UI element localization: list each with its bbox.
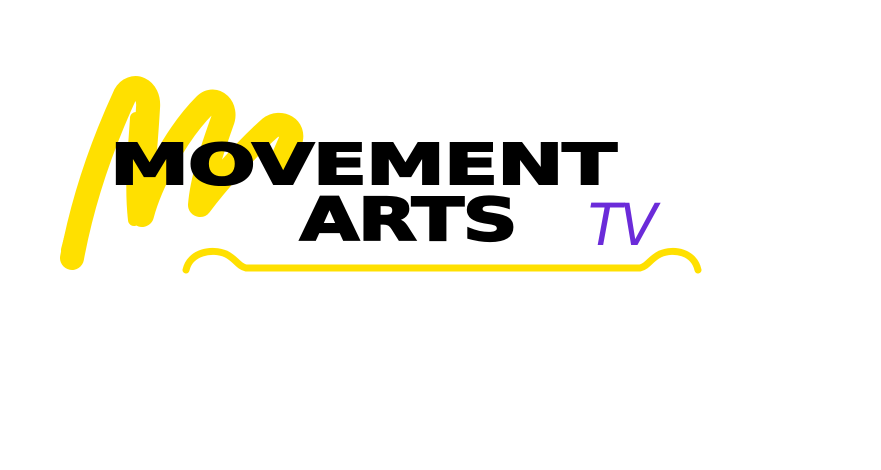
logo-word-arts: ARTS — [299, 186, 519, 255]
logo-word-movement: MOVEMENT — [109, 133, 619, 198]
logo-word-tv: TV — [588, 191, 657, 259]
